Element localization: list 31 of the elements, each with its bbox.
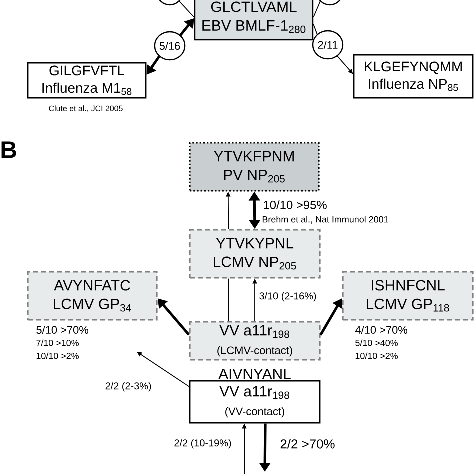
epitope-box: VV a11r$_{198}$ (VV-contact): [189, 380, 321, 424]
note-text: 5/10 >40%: [356, 340, 398, 346]
connector-line: [313, 24, 318, 35]
epitope-box: AVYNFATC LCMV GP$_{34}$: [27, 271, 158, 321]
edge-label: 2/2 (2-3%): [104, 381, 153, 393]
epitope-box: ISHNFCNL LCMV GP$_{118}$: [342, 271, 474, 321]
note-text: 5/10 >70%: [36, 326, 88, 334]
epitope-box: VV a11r$_{198}$ (LCMV-contact): [189, 321, 321, 361]
epitope-box: YTVKYPNL LCMV NP$_{205}$: [189, 229, 321, 279]
epitope-box: GILGFVFTL Influenza M1$_{58}$: [27, 62, 147, 99]
epitope-label: AIVNYANL: [218, 369, 291, 380]
panel-letter: B: [2, 142, 16, 158]
note-text: 10/10 >2%: [356, 352, 398, 360]
edge-label: 10/10 >95%: [262, 200, 328, 210]
epitope-box: KLGEFYNQMM Influenza NP$_{85}$: [353, 54, 474, 99]
arrow: [137, 352, 190, 388]
connector-line: [313, 1, 321, 18]
ratio-oval: 2/11: [312, 30, 344, 60]
epitope-box: GLCTLVAML EBV BMLF-1$_{280}$: [194, 0, 314, 41]
connector-line: [179, 1, 195, 18]
note-text: 10/10 >2%: [36, 352, 79, 360]
connector-line: [228, 278, 230, 322]
note-text: 4/10 >70%: [355, 326, 408, 334]
edge-label: 2/2 (10-19%): [173, 438, 233, 450]
ratio-oval: 5/16: [154, 31, 186, 61]
note-text: 7/10 >10%: [36, 340, 79, 346]
epitope-box: YTVKFPNM PV NP$_{205}$: [189, 142, 320, 192]
edge-label: 2/2 >70%: [279, 438, 336, 450]
edge-label: 3/10 (2-16%): [258, 291, 318, 303]
citation-note: Brehm et al., Nat Immunol 2001: [262, 216, 388, 224]
arrow: [180, 18, 194, 36]
